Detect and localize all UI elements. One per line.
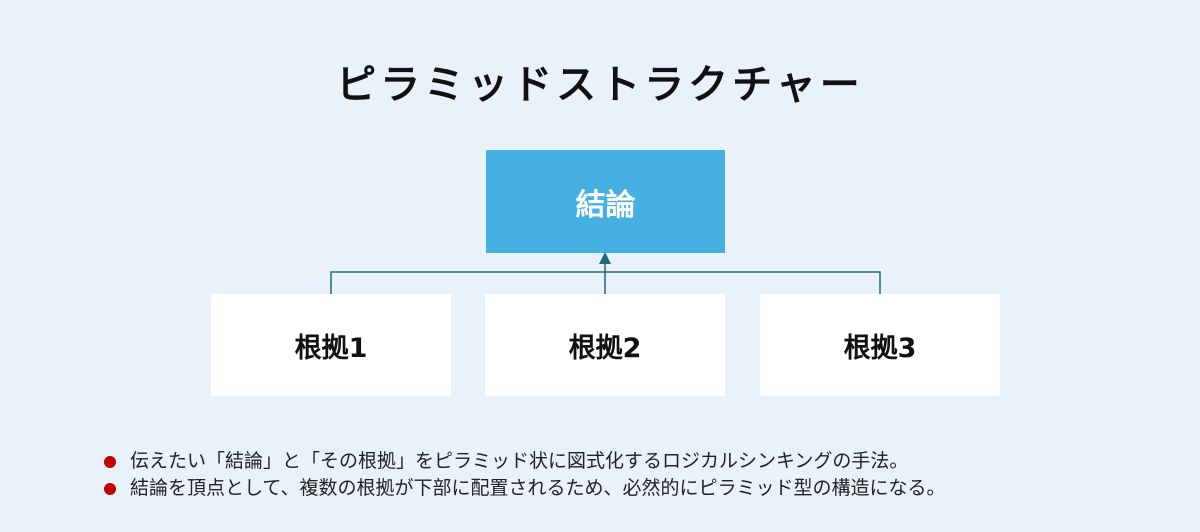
reason-label: 根拠1 <box>294 332 368 364</box>
reason-box-3: 根拠3 <box>760 294 1000 396</box>
list-item-text: 伝えたい「結論」と「その根拠」をピラミッド状に図式化するロジカルシンキングの手法… <box>130 450 909 472</box>
reason-box-2: 根拠2 <box>485 294 725 396</box>
bullet-dot-icon <box>104 455 116 468</box>
list-item: 結論を頂点として、複数の根拠が下部に配置されるため、必然的にピラミッド型の構造に… <box>104 475 945 502</box>
conclusion-box: 結論 <box>486 150 725 253</box>
list-item-text: 結論を頂点として、複数の根拠が下部に配置されるため、必然的にピラミッド型の構造に… <box>130 477 946 499</box>
reason-label: 根拠3 <box>843 332 917 364</box>
reason-box-1: 根拠1 <box>211 294 451 396</box>
diagram-title: ピラミッドストラクチャー <box>336 62 864 108</box>
description-list: 伝えたい「結論」と「その根拠」をピラミッド状に図式化するロジカルシンキングの手法… <box>104 448 945 502</box>
bullet-dot-icon <box>104 482 116 495</box>
list-item: 伝えたい「結論」と「その根拠」をピラミッド状に図式化するロジカルシンキングの手法… <box>104 448 945 475</box>
reason-label: 根拠2 <box>568 332 642 364</box>
conclusion-label: 結論 <box>575 187 636 223</box>
